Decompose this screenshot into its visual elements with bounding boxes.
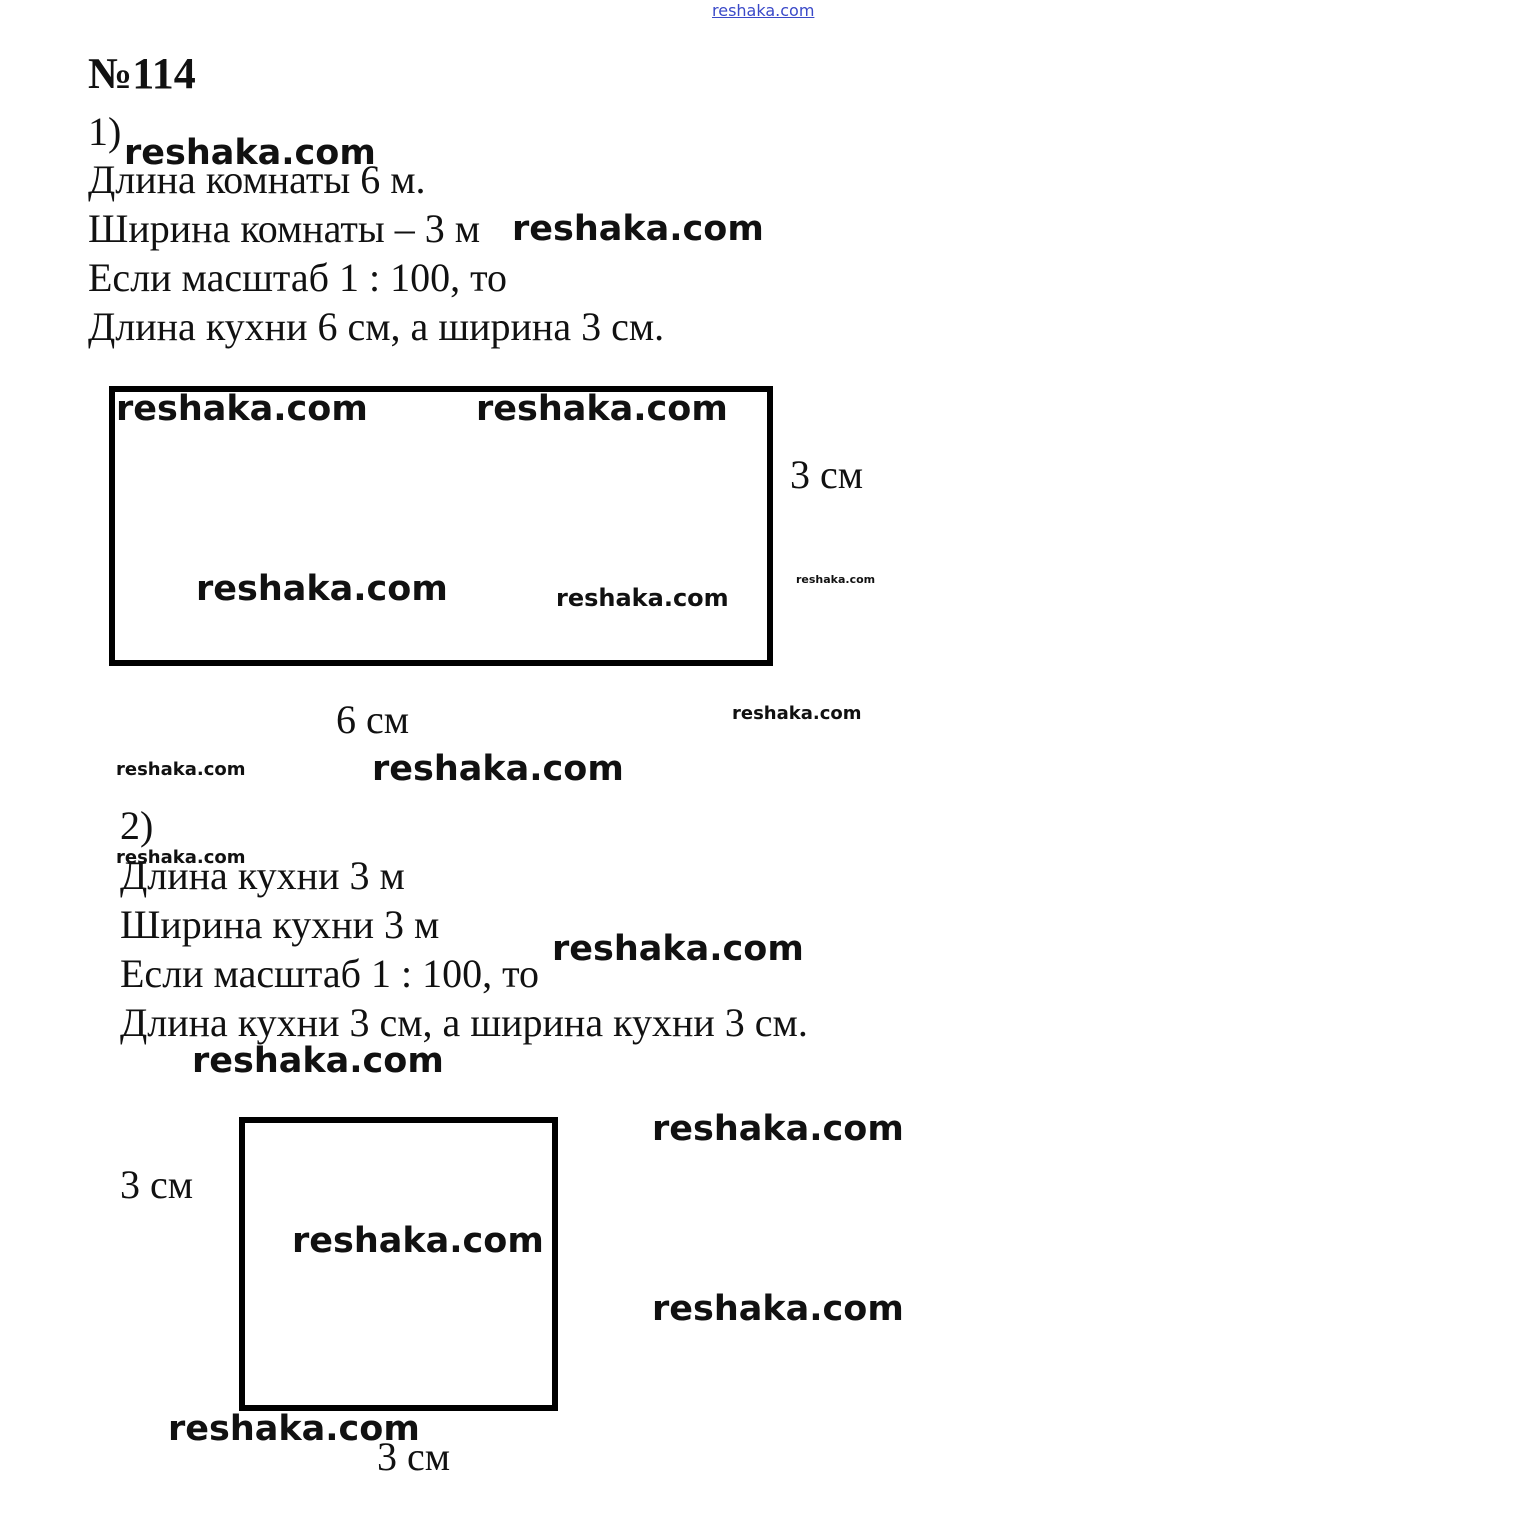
watermark: reshaka.com	[476, 389, 728, 429]
part1-line-3: Если масштаб 1 : 100, то	[88, 255, 508, 300]
part1-line-4: Длина кухни 6 см, а ширина 3 см.	[88, 304, 665, 349]
part2-line-1: Длина кухни 3 м	[120, 853, 405, 898]
watermark: reshaka.com	[292, 1221, 544, 1261]
room-height-label: 3 см	[790, 452, 864, 497]
watermark: reshaka.com	[116, 759, 246, 780]
site-link[interactable]: reshaka.com	[712, 1, 815, 20]
kitchen-square	[239, 1117, 558, 1411]
watermark: reshaka.com	[512, 209, 764, 249]
room-width-label: 6 см	[336, 697, 410, 742]
part2-line-3: Если масштаб 1 : 100, то	[120, 951, 540, 996]
watermark: reshaka.com	[124, 133, 376, 173]
watermark: reshaka.com	[732, 703, 862, 724]
kitchen-height-label: 3 см	[120, 1162, 194, 1207]
part2-line-4: Длина кухни 3 см, а ширина кухни 3 см.	[120, 1000, 808, 1045]
part1-line-2: Ширина комнаты – 3 м	[88, 206, 481, 251]
watermark: reshaka.com	[652, 1109, 904, 1149]
room-rectangle	[109, 386, 773, 666]
kitchen-width-label: 3 см	[377, 1434, 451, 1479]
watermark: reshaka.com	[168, 1409, 420, 1449]
watermark: reshaka.com	[556, 584, 729, 612]
watermark: reshaka.com	[116, 847, 246, 868]
watermark: reshaka.com	[196, 569, 448, 609]
part2-line-2: Ширина кухни 3 м	[120, 902, 440, 947]
part1-label: 1)	[88, 109, 122, 154]
part1-line-1: Длина комнаты 6 м.	[88, 157, 426, 202]
watermark: reshaka.com	[796, 573, 876, 586]
watermark: reshaka.com	[116, 389, 368, 429]
watermark: reshaka.com	[652, 1289, 904, 1329]
problem-number: №114	[88, 49, 196, 98]
part2-label: 2)	[120, 803, 154, 848]
watermark: reshaka.com	[372, 749, 624, 789]
watermark: reshaka.com	[192, 1041, 444, 1081]
watermark: reshaka.com	[552, 929, 804, 969]
